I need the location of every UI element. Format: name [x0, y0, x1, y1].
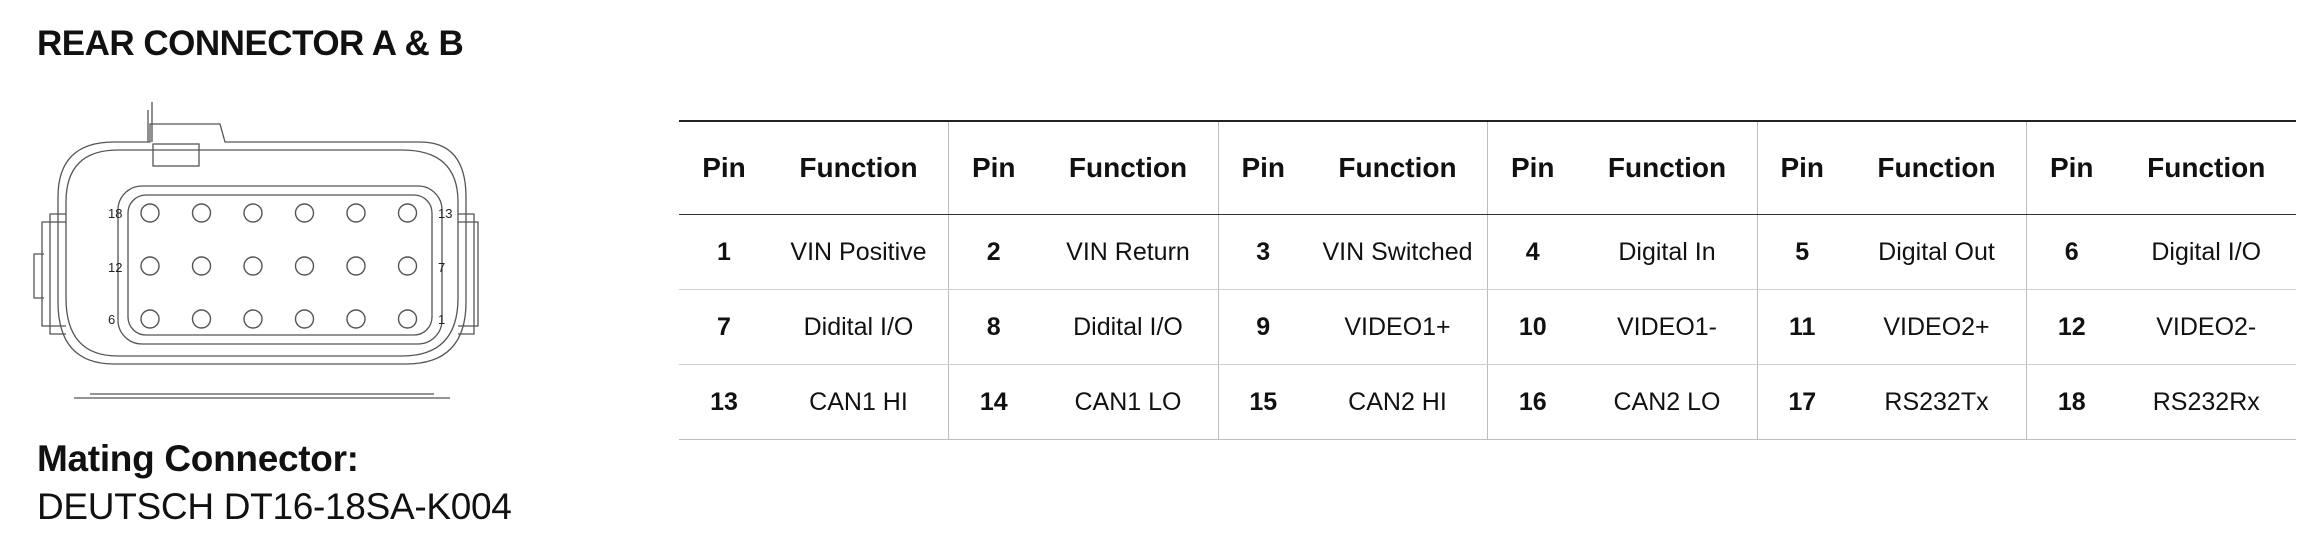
pin-label-1: 1 — [438, 312, 445, 327]
pin-field-inner — [127, 194, 433, 336]
header-pin: Pin — [679, 121, 769, 215]
pin-field-outer — [117, 185, 443, 345]
mating-connector-label: Mating Connector: — [37, 438, 359, 479]
pin-function-cell: VIDEO1+ — [1308, 289, 1488, 365]
pin-hole — [191, 309, 212, 329]
pin-number-cell: 5 — [1756, 214, 1847, 290]
header-function: Function — [769, 121, 949, 215]
top-tab — [152, 143, 200, 167]
header-function: Function — [1577, 121, 1757, 215]
pin-number-cell: 9 — [1217, 289, 1308, 365]
header-pin: Pin — [1217, 121, 1308, 215]
pin-function-cell: RS232Rx — [2152, 387, 2260, 416]
pin-number-cell: 13 — [710, 387, 738, 416]
header-pin: Pin — [2026, 121, 2117, 215]
mating-connector-part: DEUTSCH DT16-18SA-K004 — [37, 486, 512, 527]
pin-hole — [140, 256, 160, 276]
housing-inner — [65, 149, 459, 357]
pin-number-cell: 2 — [948, 214, 1039, 290]
right-flange-inner — [458, 221, 479, 327]
pin-function-cell: Digital In — [1577, 214, 1757, 290]
pin-function-cell: VIDEO2+ — [1847, 289, 2027, 365]
pin-function-cell: CAN2 LO — [1613, 387, 1721, 416]
pin-number-cell: 11 — [1756, 289, 1847, 365]
header-function: Function — [1308, 121, 1488, 215]
connector-diagram: 18 12 6 13 7 1 — [30, 102, 480, 402]
pin-function-cell: VIN Positive — [769, 214, 949, 290]
pin-function-cell: VIDEO2- — [2116, 289, 2296, 365]
pin-hole — [397, 309, 418, 329]
page-title: REAR CONNECTOR A & B — [37, 24, 464, 63]
pin-hole — [243, 256, 263, 276]
pin-label-18: 18 — [108, 206, 122, 221]
header-function: Function — [2116, 121, 2296, 215]
pin-number-cell: 10 — [1487, 289, 1578, 365]
left-flange-inner — [41, 221, 66, 327]
pin-hole — [243, 203, 263, 223]
header-pin: Pin — [948, 121, 1039, 215]
pin-number-cell: 17 — [1756, 364, 1847, 440]
header-pin: Pin — [1487, 121, 1578, 215]
pin-function-cell: CAN1 LO — [1074, 387, 1182, 416]
right-flange — [458, 213, 475, 335]
pin-hole — [294, 309, 315, 329]
pin-number-cell: 1 — [679, 214, 769, 290]
pin-hole — [243, 309, 263, 329]
pin-number-cell: 7 — [679, 289, 769, 365]
pin-hole — [140, 309, 160, 329]
pin-hole — [294, 203, 315, 223]
header-function: Function — [1038, 121, 1218, 215]
pin-function-cell: CAN2 HI — [1348, 387, 1447, 416]
pin-hole — [191, 203, 212, 223]
pin-function-cell: RS232Tx — [1884, 387, 1989, 416]
pin-hole — [346, 203, 366, 223]
pin-hole — [397, 256, 418, 276]
pin-hole — [140, 203, 160, 223]
pin-hole — [346, 256, 366, 276]
pin-function-cell: Digital I/O — [2116, 214, 2296, 290]
pin-number-cell: 4 — [1487, 214, 1578, 290]
pin-function-cell: Didital I/O — [1038, 289, 1218, 365]
pin-label-12: 12 — [108, 260, 122, 275]
pin-hole — [346, 309, 366, 329]
pin-label-13: 13 — [438, 206, 452, 221]
pin-function-cell: VIDEO1- — [1577, 289, 1757, 365]
pin-function-cell: Digital Out — [1847, 214, 2027, 290]
header-pin: Pin — [1756, 121, 1847, 215]
header-function: Function — [1847, 121, 2027, 215]
connector-drawing: 18 12 6 13 7 1 — [33, 102, 479, 399]
pin-label-7: 7 — [438, 260, 445, 275]
pin-number-cell: 15 — [1217, 364, 1308, 440]
pin-function-cell: VIN Switched — [1308, 214, 1488, 290]
pin-number-cell: 8 — [948, 289, 1039, 365]
pin-number-cell: 18 — [2026, 364, 2117, 440]
pin-hole — [397, 203, 418, 223]
pin-hole — [191, 256, 212, 276]
pin-function-cell: CAN1 HI — [809, 387, 908, 416]
pin-hole — [294, 256, 315, 276]
pin-label-6: 6 — [108, 312, 115, 327]
housing-outer — [57, 123, 467, 365]
table-row: 13 CAN1 HI 14 CAN1 LO 15 CAN2 HI 16 CAN2 LO 17 RS… — [679, 364, 2296, 440]
left-flange — [49, 213, 66, 335]
pin-function-cell: Didital I/O — [769, 289, 949, 365]
left-latch — [33, 253, 44, 299]
pin-number-cell: 3 — [1217, 214, 1308, 290]
pin-number-cell: 16 — [1487, 364, 1578, 440]
pin-function-cell: VIN Return — [1038, 214, 1218, 290]
pin-number-cell: 14 — [948, 364, 1039, 440]
pin-number-cell: 6 — [2026, 214, 2117, 290]
pin-number-cell: 12 — [2026, 289, 2117, 365]
